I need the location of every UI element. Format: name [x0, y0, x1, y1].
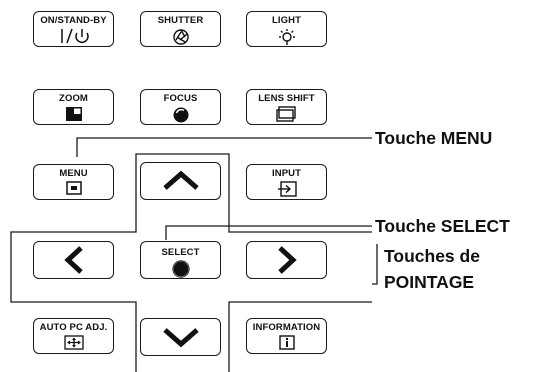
power-icon [57, 27, 91, 45]
down-arrow-button[interactable] [140, 318, 221, 356]
pointage-callout-line1: Touches de [384, 246, 480, 266]
select-button[interactable]: SELECT [140, 241, 221, 279]
zoom-button[interactable]: ZOOM [33, 89, 114, 125]
auto-pc-adj-label: AUTO PC ADJ. [39, 322, 108, 333]
lens-shift-button[interactable]: LENS SHIFT [246, 89, 327, 125]
info-icon [278, 335, 295, 350]
zoom-icon [65, 106, 83, 122]
auto-pc-adj-button[interactable]: AUTO PC ADJ. [33, 318, 114, 354]
light-button[interactable]: LIGHT [246, 11, 327, 47]
select-icon [171, 260, 190, 278]
auto-pc-icon [63, 335, 84, 350]
focus-button[interactable]: FOCUS [140, 89, 221, 125]
on-standby-label: ON/STAND-BY [40, 15, 107, 26]
zoom-label: ZOOM [59, 93, 88, 104]
input-button[interactable]: INPUT [246, 164, 327, 200]
information-label: INFORMATION [252, 322, 321, 333]
menu-callout: Touche MENU [375, 128, 493, 148]
on-standby-button[interactable]: ON/STAND-BY [33, 11, 114, 47]
arrow-left-icon [63, 245, 85, 275]
shutter-icon [172, 28, 190, 46]
lens-shift-icon [275, 106, 298, 122]
focus-label: FOCUS [163, 93, 198, 104]
menu-label: MENU [59, 168, 88, 179]
pointage-leader-line [372, 244, 378, 285]
pointage-outline-lower [228, 301, 372, 372]
light-icon [276, 28, 298, 47]
pointage-outline [10, 153, 372, 372]
select-label: SELECT [161, 247, 200, 258]
right-arrow-button[interactable] [246, 241, 327, 279]
focus-icon [172, 106, 190, 124]
shutter-button[interactable]: SHUTTER [140, 11, 221, 47]
information-button[interactable]: INFORMATION [246, 318, 327, 354]
left-arrow-button[interactable] [33, 241, 114, 279]
select-leader-line [165, 225, 372, 240]
select-callout: Touche SELECT [375, 216, 510, 236]
up-arrow-button[interactable] [140, 162, 221, 200]
light-label: LIGHT [272, 15, 301, 26]
shutter-label: SHUTTER [157, 15, 204, 26]
arrow-down-icon [161, 326, 201, 348]
input-icon [277, 181, 297, 197]
pointage-callout-line2: POINTAGE [384, 272, 475, 292]
menu-icon [65, 181, 82, 195]
arrow-right-icon [276, 245, 298, 275]
lens-shift-label: LENS SHIFT [258, 93, 315, 104]
input-label: INPUT [272, 168, 301, 179]
menu-button[interactable]: MENU [33, 164, 114, 200]
menu-leader-line [76, 137, 372, 157]
arrow-up-icon [161, 170, 201, 192]
